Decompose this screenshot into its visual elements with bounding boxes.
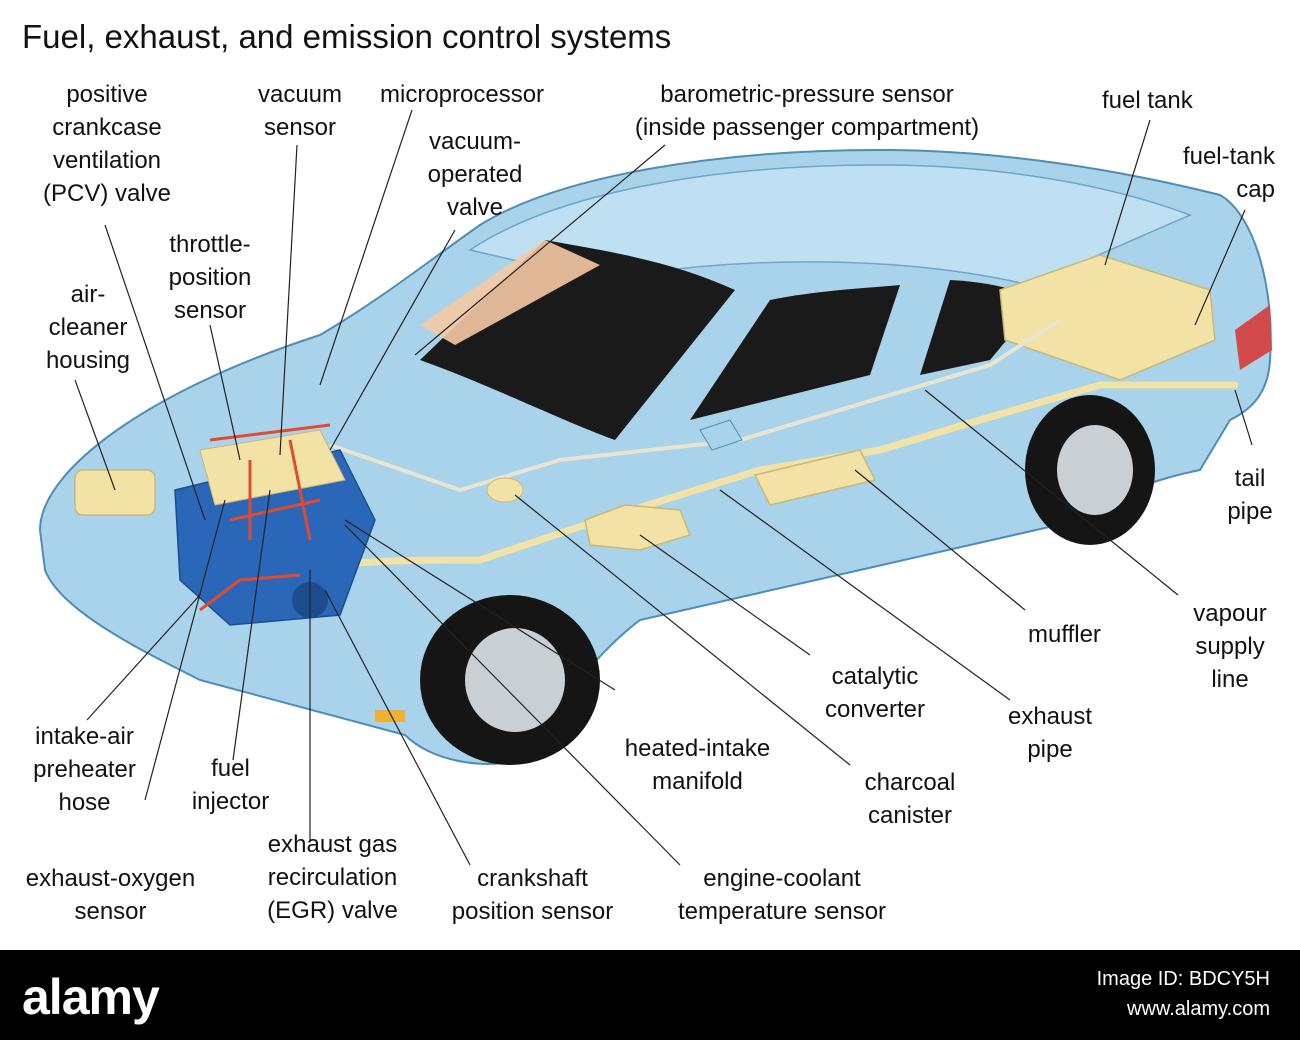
- label-catalytic-converter: catalytic converter: [805, 660, 945, 726]
- label-muffler: muffler: [1028, 618, 1101, 651]
- label-crankshaft-sensor: crankshaft position sensor: [430, 862, 635, 928]
- label-exhaust-pipe: exhaust pipe: [995, 700, 1105, 766]
- label-charcoal-canister: charcoal canister: [845, 766, 975, 832]
- label-line: (PCV) valve: [42, 180, 172, 207]
- label-line: exhaust: [1007, 703, 1093, 730]
- label-line: pipe: [1227, 498, 1273, 525]
- label-engine-coolant-sensor: engine-coolant temperature sensor: [652, 862, 912, 928]
- site-url-text[interactable]: www.alamy.com: [1127, 998, 1270, 1020]
- label-line: intake-air: [35, 723, 134, 750]
- label-line: engine-coolant: [703, 865, 861, 892]
- label-line: supply: [1195, 633, 1265, 660]
- label-line: throttle-: [169, 231, 251, 258]
- vapour-line: [329, 318, 1062, 493]
- catalytic-converter-shape: [584, 504, 692, 551]
- label-line: converter: [824, 696, 926, 723]
- label-line: position: [168, 264, 252, 291]
- label-tail-pipe: tail pipe: [1215, 462, 1285, 528]
- label-pcv-valve: positive crankcase ventilation (PCV) val…: [22, 78, 192, 210]
- label-line: barometric-pressure sensor: [660, 81, 954, 108]
- tail-light: [1235, 305, 1272, 370]
- label-line: manifold: [652, 768, 743, 795]
- engine-top: [199, 429, 346, 506]
- diagram-title: Fuel, exhaust, and emission control syst…: [22, 18, 672, 55]
- car-roof: [468, 164, 1192, 286]
- label-line: sensor: [263, 114, 337, 141]
- label-throttle-sensor: throttle- position sensor: [155, 228, 265, 327]
- label-line: exhaust gas: [267, 831, 398, 858]
- label-fuel-tank: fuel tank: [1102, 84, 1193, 117]
- label-line: hose: [58, 789, 111, 816]
- label-line: catalytic: [831, 663, 919, 690]
- label-line: fuel tank: [1102, 87, 1193, 114]
- windshield-tint: [420, 240, 600, 345]
- front-indicator: [375, 710, 405, 722]
- label-line: sensor: [173, 297, 247, 324]
- label-line: vapour: [1193, 600, 1267, 627]
- label-line: line: [1211, 666, 1249, 693]
- label-line: cleaner: [48, 314, 128, 341]
- label-line: exhaust-oxygen: [25, 865, 196, 892]
- label-fuel-tank-cap: fuel-tank cap: [1150, 140, 1275, 206]
- label-line: crankshaft: [477, 865, 588, 892]
- muffler-shape: [753, 449, 877, 506]
- label-line: operated: [427, 161, 523, 188]
- label-line: fuel-tank: [1182, 143, 1275, 170]
- watermark-footer: alamy Image ID: BDCY5H www.alamy.com: [0, 950, 1300, 1040]
- diagram-canvas: Fuel, exhaust, and emission control syst…: [18, 18, 1285, 928]
- label-line: pipe: [1027, 736, 1073, 763]
- label-line: housing: [45, 347, 131, 374]
- leader-lines: [74, 109, 1253, 866]
- label-line: ventilation: [52, 147, 162, 174]
- label-line: tail: [1234, 465, 1266, 492]
- label-line: valve: [446, 194, 504, 221]
- label-line: air-: [70, 281, 106, 308]
- label-line: vacuum-: [428, 128, 522, 155]
- label-line: vacuum: [257, 81, 343, 108]
- label-air-cleaner: air- cleaner housing: [38, 278, 138, 377]
- label-fuel-injector: fuel injector: [178, 752, 283, 818]
- label-line: (inside passenger compartment): [634, 114, 980, 141]
- label-vacuum-operated-valve: vacuum- operated valve: [405, 125, 545, 224]
- label-vapour-supply-line: vapour supply line: [1175, 597, 1285, 696]
- label-line: charcoal: [864, 769, 956, 796]
- label-vacuum-sensor: vacuum sensor: [245, 78, 355, 144]
- label-line: canister: [867, 802, 953, 829]
- label-line: position sensor: [451, 898, 614, 925]
- label-line: crankcase: [52, 114, 162, 141]
- label-line: injector: [191, 788, 270, 815]
- front-rim: [465, 628, 565, 732]
- label-exhaust-oxygen-sensor: exhaust-oxygen sensor: [18, 862, 203, 928]
- vacuum-lines: [199, 423, 331, 612]
- label-egr-valve: exhaust gas recirculation (EGR) valve: [250, 828, 415, 927]
- label-microprocessor: microprocessor: [380, 78, 544, 111]
- label-line: (EGR) valve: [267, 897, 398, 924]
- label-line: sensor: [74, 898, 147, 925]
- label-line: preheater: [33, 756, 136, 783]
- label-line: fuel: [211, 755, 250, 782]
- side-mirror: [699, 419, 743, 451]
- label-line: microprocessor: [380, 81, 545, 108]
- car-illustration: [38, 109, 1272, 866]
- rear-rim: [1057, 425, 1133, 515]
- label-heated-intake-manifold: heated-intake manifold: [610, 732, 785, 798]
- label-line: muffler: [1028, 621, 1101, 648]
- air-cleaner-shape: [74, 469, 156, 516]
- front-side-window: [690, 285, 900, 420]
- alamy-logo: alamy: [22, 969, 160, 1025]
- fuel-tank-shape: [999, 254, 1216, 381]
- charcoal-canister-shape: [486, 477, 524, 503]
- image-id-text: Image ID: BDCY5H: [1096, 968, 1270, 990]
- label-barometric-sensor: barometric-pressure sensor (inside passe…: [602, 78, 1012, 144]
- label-intake-air-hose: intake-air preheater hose: [22, 720, 147, 819]
- label-line: positive: [66, 81, 148, 108]
- label-line: temperature sensor: [677, 898, 887, 925]
- label-line: heated-intake: [624, 735, 771, 762]
- label-line: recirculation: [267, 864, 398, 891]
- label-line: cap: [1236, 176, 1275, 203]
